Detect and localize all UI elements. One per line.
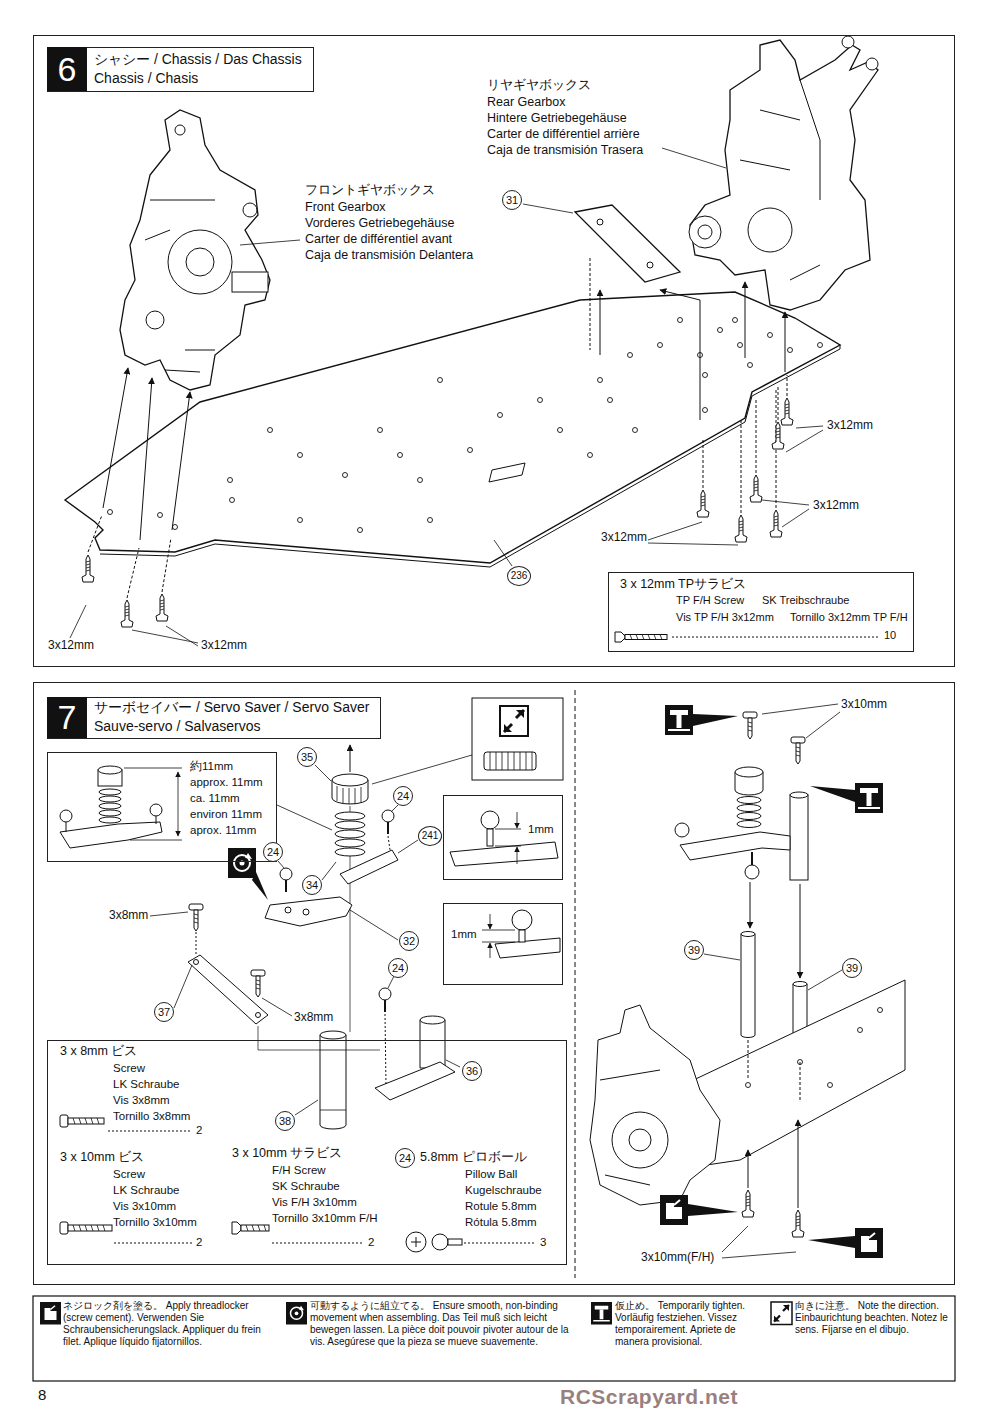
table-text: 10 (884, 629, 896, 642)
detail-inset: 1mm (443, 795, 563, 880)
table-text: Tornillo 3x12mm TP F/H (790, 611, 908, 624)
table-text: environ 11mm (190, 808, 262, 822)
part-name: Vorderes Getriebegehäuse (305, 216, 454, 231)
screw-size: 3x8mm (108, 908, 149, 922)
step-number: 7 (47, 697, 87, 738)
callout-number: 39 (684, 940, 704, 960)
table-text: 5.8mm ピロボール (420, 1150, 527, 1165)
watermark: RCScrapyard.net (560, 1384, 738, 1409)
table-text: F/H Screw (272, 1164, 326, 1178)
screw-size: 3x10mm (840, 697, 888, 711)
part-name: Carter de différentiel avant (305, 232, 452, 247)
detail-inset: 約11mm approx. 11mm ca. 11mm environ 11mm apr… (47, 752, 277, 862)
part-name: Caja de transmisión Delantera (305, 248, 473, 263)
screw-size: 3x12mm (200, 638, 248, 652)
table-text: aprox. 11mm (190, 824, 256, 838)
page-number: 8 (38, 1386, 46, 1404)
legend-item: ネジロック剤を塗る。 Apply threadlocker (screw cem… (63, 1300, 278, 1348)
callout-number: 34 (302, 875, 322, 895)
screw-size: 3x10mm(F/H) (640, 1250, 715, 1264)
legend-text: 向きに注意。 Note the direction. Einbaurichtun… (795, 1300, 948, 1335)
callout-number: 24 (395, 1148, 415, 1168)
table-text: Tornillo 3x10mm (113, 1216, 197, 1230)
legend-item: 仮止め。 Temporarily tighten. Vorläufig fest… (615, 1300, 765, 1348)
legend-text: 仮止め。 Temporarily tighten. Vorläufig fest… (615, 1300, 745, 1347)
callout-number: 39 (842, 958, 862, 978)
table-text: Tornillo 3x10mm F/H (272, 1212, 377, 1226)
table-text: Screw (113, 1062, 145, 1076)
screw-size: 3x12mm (812, 498, 860, 512)
part-name: リヤギヤボックス (487, 78, 591, 93)
table-text: SK Schraube (272, 1180, 340, 1194)
table-text: 2 (196, 1124, 202, 1138)
callout-number: 37 (154, 1002, 174, 1022)
legend-text: ネジロック剤を塗る。 Apply threadlocker (screw cem… (63, 1300, 261, 1347)
part-name: Carter de différentiel arrière (487, 127, 640, 142)
callout-number: 24 (263, 842, 283, 862)
part-name: フロントギヤボックス (305, 183, 435, 198)
table-text: LK Schraube (113, 1184, 180, 1198)
callout-number: 24 (393, 786, 413, 806)
callout-number: 31 (502, 190, 522, 210)
step-title: サーボセイバー / Servo Saver / Servo Saver (94, 699, 369, 716)
table-text: 3 (540, 1236, 546, 1250)
parts-table: 3 x 8mm ビスScrewLK SchraubeVis 3x8mmTorni… (47, 1040, 567, 1265)
callout-number: 241 (418, 826, 442, 846)
legend-item: 向きに注意。 Note the direction. Einbaurichtun… (795, 1300, 950, 1336)
part-name: Front Gearbox (305, 200, 386, 215)
step-panel: 約11mm approx. 11mm ca. 11mm environ 11mm apr… (33, 682, 955, 1285)
table-text: Screw (113, 1168, 145, 1182)
table-text: approx. 11mm (190, 776, 263, 790)
callout-number: 36 (462, 1061, 482, 1081)
table-text: Kugelschraube (465, 1184, 542, 1198)
screw-size: 3x12mm (600, 530, 648, 544)
screw-size: 3x12mm (47, 638, 95, 652)
table-text: 2 (196, 1236, 202, 1250)
step-number: 6 (47, 47, 87, 91)
table-text: SK Treibschraube (762, 594, 849, 607)
table-text: 3 x 10mm ビス (60, 1150, 144, 1165)
table-text: Vis 3x8mm (113, 1094, 170, 1108)
table-text: Vis TP F/H 3x12mm (676, 611, 774, 624)
table-text: 1mm (451, 928, 477, 942)
part-name: Rear Gearbox (487, 95, 566, 110)
table-text: Pillow Ball (465, 1168, 517, 1182)
table-text: 1mm (528, 823, 554, 837)
callout-number: 24 (388, 958, 408, 978)
step-title: シャシー / Chassis / Das Chassis (94, 51, 302, 68)
legend-item: 可動するように組立てる。 Ensure smooth, non-binding … (310, 1300, 582, 1348)
table-text: 約11mm (190, 760, 233, 774)
table-text: 2 (368, 1236, 374, 1250)
step-title: Chassis / Chasis (94, 70, 198, 87)
screw-table: 3 x 12mm TPサラビス TP F/H Screw SK Treibschra… (608, 572, 914, 652)
legend-text: 可動するように組立てる。 Ensure smooth, non-binding … (310, 1300, 569, 1347)
table-text: LK Schraube (113, 1078, 180, 1092)
callout-number: 35 (297, 747, 317, 767)
table-text: ca. 11mm (190, 792, 240, 806)
callout-number: 32 (399, 931, 419, 951)
table-text: Rótula 5.8mm (465, 1216, 537, 1230)
table-text: 3 x 10mm サラビス (232, 1146, 342, 1161)
table-text: Tornillo 3x8mm (113, 1110, 190, 1124)
screw-size: 3x12mm (826, 418, 874, 432)
part-name: Caja de transmisión Trasera (487, 143, 643, 158)
table-text: Vis 3x10mm (113, 1200, 176, 1214)
callout-number: 38 (275, 1111, 295, 1131)
table-text: 3 x 8mm ビス (60, 1044, 137, 1059)
table-text: Rotule 5.8mm (465, 1200, 537, 1214)
detail-inset: 1mm (443, 903, 563, 985)
part-name: Hintere Getriebegehäuse (487, 111, 627, 126)
screw-size: 3x8mm (293, 1010, 334, 1024)
step-title: Sauve-servo / Salvaservos (94, 718, 261, 735)
callout-number: 236 (507, 566, 531, 586)
table-text: 3 x 12mm TPサラビス (620, 577, 746, 592)
table-text: TP F/H Screw (676, 594, 744, 607)
table-text: Vis F/H 3x10mm (272, 1196, 357, 1210)
